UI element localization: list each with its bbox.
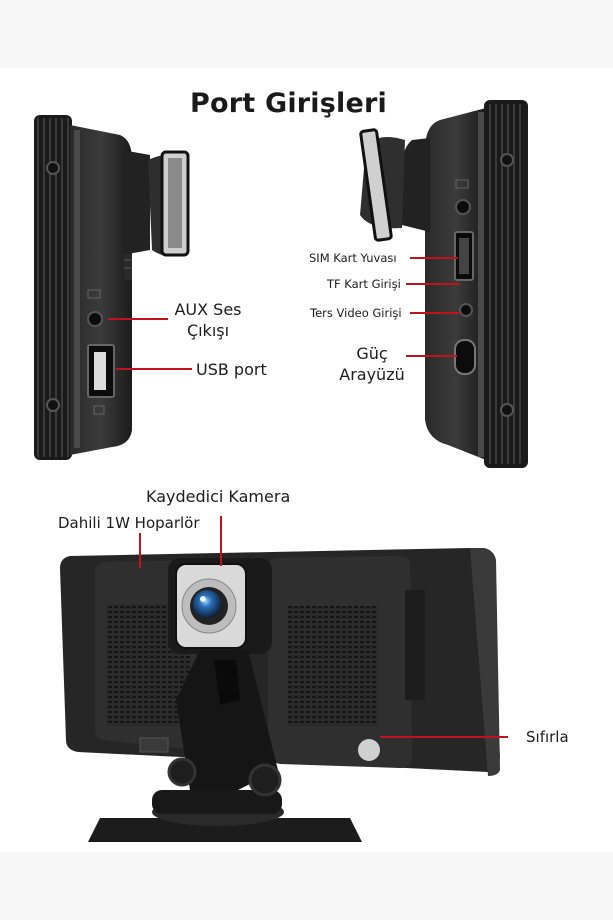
aux-label: AUX Ses Çıkışı: [172, 300, 244, 340]
guc-label-line1: Güç: [356, 344, 388, 363]
guc-label: Güç Arayüzü: [336, 344, 408, 384]
kaydedici-label: Kaydedici Kamera: [146, 487, 291, 506]
bottom-band: [0, 852, 613, 920]
aux-label-line2: Çıkışı: [186, 321, 230, 340]
hoparlor-label: Dahili 1W Hoparlör: [58, 514, 200, 532]
left-side-device: [34, 115, 190, 460]
tf-label: TF Kart Girişi: [327, 277, 401, 291]
page-title: Port Girişleri: [190, 88, 387, 119]
top-band: [0, 0, 613, 68]
usb-label: USB port: [196, 360, 267, 379]
aux-label-line1: AUX Ses: [174, 300, 242, 319]
right-side-device: [359, 100, 528, 468]
guc-label-line2: Arayüzü: [339, 365, 405, 384]
sim-label: SIM Kart Yuvası: [309, 251, 397, 265]
rear-device: [60, 548, 500, 842]
ters-label: Ters Video Girişi: [310, 306, 402, 320]
sifirla-label: Sıfırla: [526, 728, 569, 746]
